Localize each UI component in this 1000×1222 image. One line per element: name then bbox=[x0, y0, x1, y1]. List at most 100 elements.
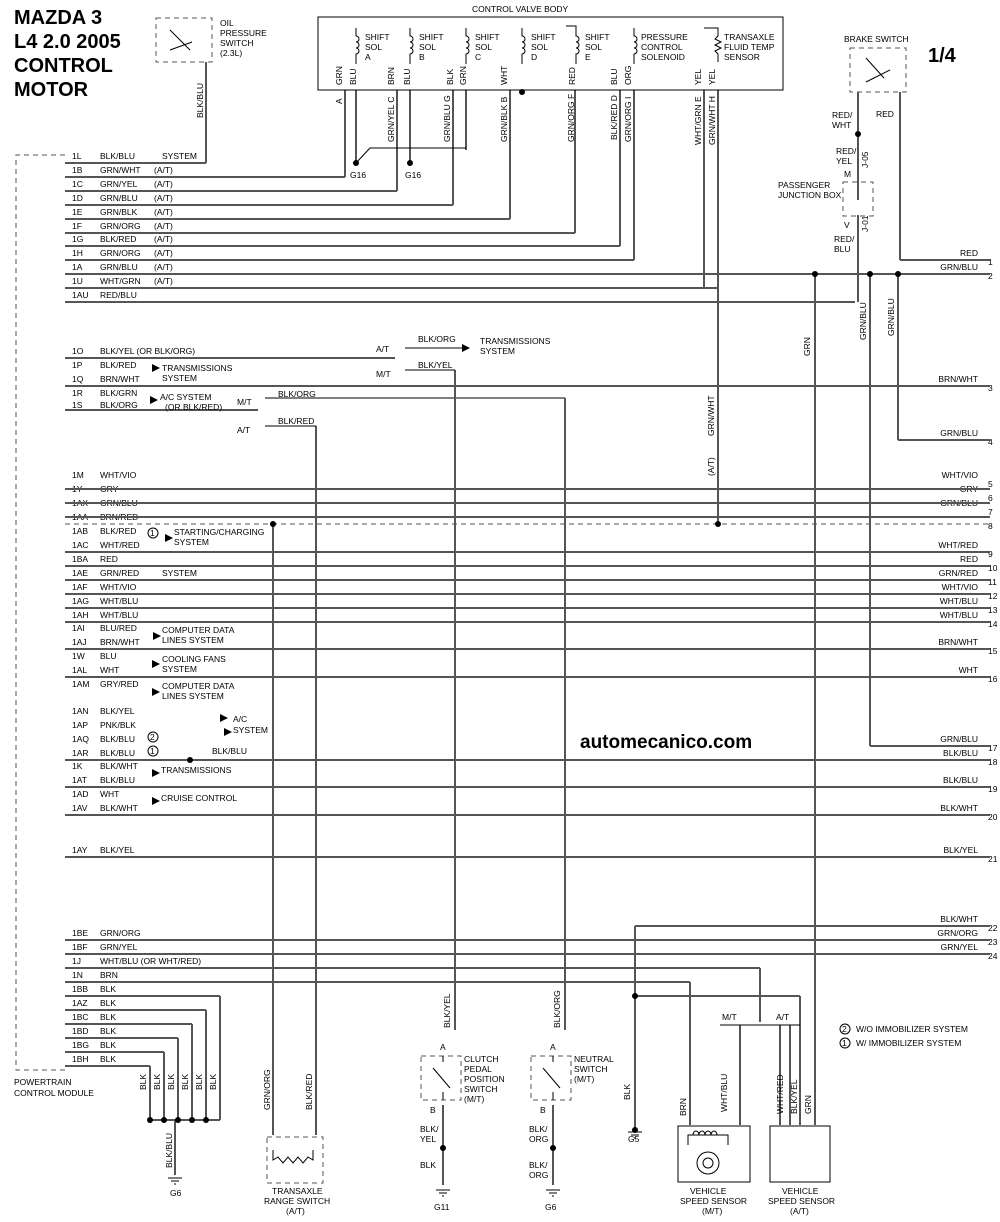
svg-text:POSITION: POSITION bbox=[464, 1074, 505, 1084]
pin-note: (A/T) bbox=[154, 248, 173, 258]
ref-wire-color: WHT/VIO bbox=[942, 582, 979, 592]
pin-wire-color: BLK/GRN bbox=[100, 388, 137, 398]
pin-wire-color: PNK/BLK bbox=[100, 720, 136, 730]
svg-text:(OR BLK/RED): (OR BLK/RED) bbox=[165, 402, 222, 412]
ref-wire-color: BLK/WHT bbox=[940, 914, 978, 924]
svg-text:GRN/ORG: GRN/ORG bbox=[262, 1069, 272, 1110]
ref-wire-color: GRN/BLU bbox=[940, 428, 978, 438]
pin-id: 1AN bbox=[72, 706, 89, 716]
pin-wire-color: WHT bbox=[100, 789, 119, 799]
fluid-temp-sensor: TRANSAXLE FLUID TEMP SENSOR YEL YEL WHT/… bbox=[693, 27, 775, 145]
g16-b-label: G16 bbox=[405, 170, 421, 180]
svg-text:A: A bbox=[365, 52, 371, 62]
pin-id: 1BE bbox=[72, 928, 88, 938]
svg-text:BLK: BLK bbox=[138, 1074, 148, 1090]
pin-wire-color: GRN/ORG bbox=[100, 248, 141, 258]
pin-id: 1AZ bbox=[72, 998, 88, 1008]
pin-wire-color: BLK bbox=[100, 984, 116, 994]
pin-wire-color: BLK/ORG bbox=[100, 400, 138, 410]
ref-wire-color: GRN/RED bbox=[939, 568, 978, 578]
pin-id: 1R bbox=[72, 388, 83, 398]
svg-text:BRN: BRN bbox=[386, 67, 396, 85]
svg-text:(M/T): (M/T) bbox=[702, 1206, 722, 1216]
svg-text:GRN/WHT H: GRN/WHT H bbox=[707, 96, 717, 145]
svg-text:BLU: BLU bbox=[609, 68, 619, 85]
mid-labels: A/T M/T BLK/ORG BLK/YEL TRANSMISSIONS SY… bbox=[147, 334, 551, 805]
ref-number: 15 bbox=[988, 646, 998, 656]
ref-number: 21 bbox=[988, 854, 998, 864]
pin-id: 1AR bbox=[72, 748, 89, 758]
svg-text:SOL: SOL bbox=[365, 42, 382, 52]
pin-wire-color: GRN/YEL bbox=[100, 942, 138, 952]
pin-id: 1AT bbox=[72, 775, 87, 785]
brake-switch: BRAKE SWITCH RED RED/ WHT RED/ YEL M PAS… bbox=[706, 34, 909, 476]
pin-wire-color: BRN bbox=[100, 970, 118, 980]
svg-text:BLK/ORG: BLK/ORG bbox=[552, 990, 562, 1028]
svg-text:2: 2 bbox=[150, 732, 155, 742]
watermark: automecanico.com bbox=[580, 732, 752, 753]
svg-text:BLK/RED: BLK/RED bbox=[304, 1074, 314, 1110]
ref-number: 2 bbox=[988, 271, 993, 281]
pin-note: (A/T) bbox=[154, 179, 173, 189]
svg-text:BLK/YEL: BLK/YEL bbox=[418, 360, 453, 370]
svg-text:W/ IMMOBILIZER SYSTEM: W/ IMMOBILIZER SYSTEM bbox=[856, 1038, 961, 1048]
pin-id: 1AC bbox=[72, 540, 89, 550]
ref-wire-color: WHT/BLU bbox=[940, 610, 978, 620]
svg-text:BLK: BLK bbox=[194, 1074, 204, 1090]
pin-id: 1BA bbox=[72, 554, 88, 564]
svg-text:BLK: BLK bbox=[622, 1084, 632, 1100]
svg-text:BLK: BLK bbox=[152, 1074, 162, 1090]
pin-id: 1AE bbox=[72, 568, 88, 578]
pin-id: 1B bbox=[72, 165, 83, 175]
ref-number: 20 bbox=[988, 812, 998, 822]
svg-text:SYSTEM: SYSTEM bbox=[233, 725, 268, 735]
ref-number: 12 bbox=[988, 591, 998, 601]
ref-number: 10 bbox=[988, 563, 998, 573]
svg-text:B: B bbox=[430, 1105, 436, 1115]
svg-text:OIL: OIL bbox=[220, 18, 234, 28]
pin-wire-color: GRY/RED bbox=[100, 679, 139, 689]
ref-wire-color: WHT/RED bbox=[938, 540, 978, 550]
svg-text:SYSTEM: SYSTEM bbox=[162, 664, 197, 674]
svg-text:1: 1 bbox=[150, 528, 155, 538]
svg-text:M: M bbox=[844, 169, 851, 179]
pin-note: (A/T) bbox=[154, 221, 173, 231]
svg-text:BLK/RED D: BLK/RED D bbox=[609, 95, 619, 140]
svg-text:RANGE SWITCH: RANGE SWITCH bbox=[264, 1196, 330, 1206]
oil-pressure-switch: OIL PRESSURE SWITCH (2.3L) BLK/BLU bbox=[155, 17, 267, 118]
svg-text:BLK/ORG: BLK/ORG bbox=[418, 334, 456, 344]
ref-wire-color: GRN/BLU bbox=[940, 734, 978, 744]
pin-id: 1BC bbox=[72, 1012, 89, 1022]
pin-note: (A/T) bbox=[154, 262, 173, 272]
svg-text:SENSOR: SENSOR bbox=[724, 52, 760, 62]
pin-wire-color: WHT/BLU (OR WHT/RED) bbox=[100, 956, 201, 966]
pin-note: (A/T) bbox=[154, 165, 173, 175]
svg-text:GRN/WHT: GRN/WHT bbox=[706, 395, 716, 436]
g16-a-label: G16 bbox=[350, 170, 366, 180]
svg-text:B: B bbox=[419, 52, 425, 62]
pin-id: 1C bbox=[72, 179, 83, 189]
pin-id: 1AY bbox=[72, 845, 88, 855]
ground-labels: BLK BLK BLK BLK BLK BLK BLK/BLU G6 bbox=[138, 1074, 218, 1198]
svg-text:BLK/BLU: BLK/BLU bbox=[164, 1133, 174, 1168]
svg-text:YEL: YEL bbox=[693, 69, 703, 85]
svg-text:SOL: SOL bbox=[585, 42, 602, 52]
pin-wire-color: RED/BLU bbox=[100, 290, 137, 300]
pin-id: 1BH bbox=[72, 1054, 89, 1064]
svg-text:GRN: GRN bbox=[334, 66, 344, 85]
pin-id: 1AG bbox=[72, 596, 89, 606]
pin-id: 1AH bbox=[72, 610, 89, 620]
pin-wire-color: BLK bbox=[100, 1012, 116, 1022]
pin-wire-color: BLK/RED bbox=[100, 360, 136, 370]
pin-wire-color: BLK/WHT bbox=[100, 761, 138, 771]
svg-text:SPEED SENSOR: SPEED SENSOR bbox=[680, 1196, 747, 1206]
neutral-switch: BLK/ORG A NEUTRAL SWITCH (M/T) B BLK/ OR… bbox=[529, 990, 614, 1212]
ref-wire-color: GRN/BLU bbox=[940, 262, 978, 272]
ref-number: 1 bbox=[988, 257, 993, 267]
pin-wire-color: BLK/RED bbox=[100, 526, 136, 536]
svg-text:A/C SYSTEM: A/C SYSTEM bbox=[160, 392, 211, 402]
svg-text:GRN/BLU G: GRN/BLU G bbox=[442, 95, 452, 142]
pcm-label-2: CONTROL MODULE bbox=[14, 1088, 94, 1098]
svg-text:TRANSMISSIONS: TRANSMISSIONS bbox=[480, 336, 551, 346]
